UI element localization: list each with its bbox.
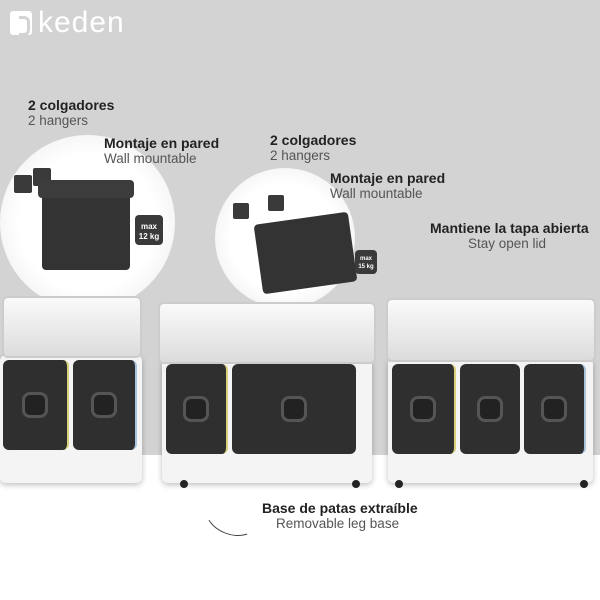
hanger-plate	[233, 203, 249, 219]
handle-icon	[281, 396, 307, 422]
compartment	[460, 364, 520, 454]
bin-foot	[180, 480, 188, 488]
handle-icon	[91, 392, 117, 418]
handle-icon	[477, 396, 503, 422]
handle-icon	[22, 392, 48, 418]
compartment	[392, 364, 456, 454]
brand-logo-icon	[10, 11, 32, 36]
brand-name: keden	[38, 6, 125, 39]
hanger-plate	[14, 175, 32, 193]
arrow-icon	[199, 486, 266, 544]
wall-bin-small	[42, 190, 130, 270]
compartment	[3, 360, 69, 450]
bin-open-lid	[2, 296, 142, 358]
bin-open-lid	[386, 298, 596, 362]
bin-foot	[352, 480, 360, 488]
handle-icon	[410, 396, 436, 422]
bin-open-lid	[158, 302, 376, 364]
hanger-plate	[268, 195, 284, 211]
compartment	[166, 364, 228, 454]
bin-foot	[395, 480, 403, 488]
handle-icon	[541, 396, 567, 422]
handle-icon	[183, 396, 209, 422]
bin-foot	[580, 480, 588, 488]
wall-bin-large	[253, 211, 358, 295]
wall-bin-lid	[38, 180, 134, 198]
compartment	[73, 360, 137, 450]
brand-logo: keden	[10, 6, 125, 40]
compartment	[524, 364, 586, 454]
compartment	[232, 364, 356, 454]
